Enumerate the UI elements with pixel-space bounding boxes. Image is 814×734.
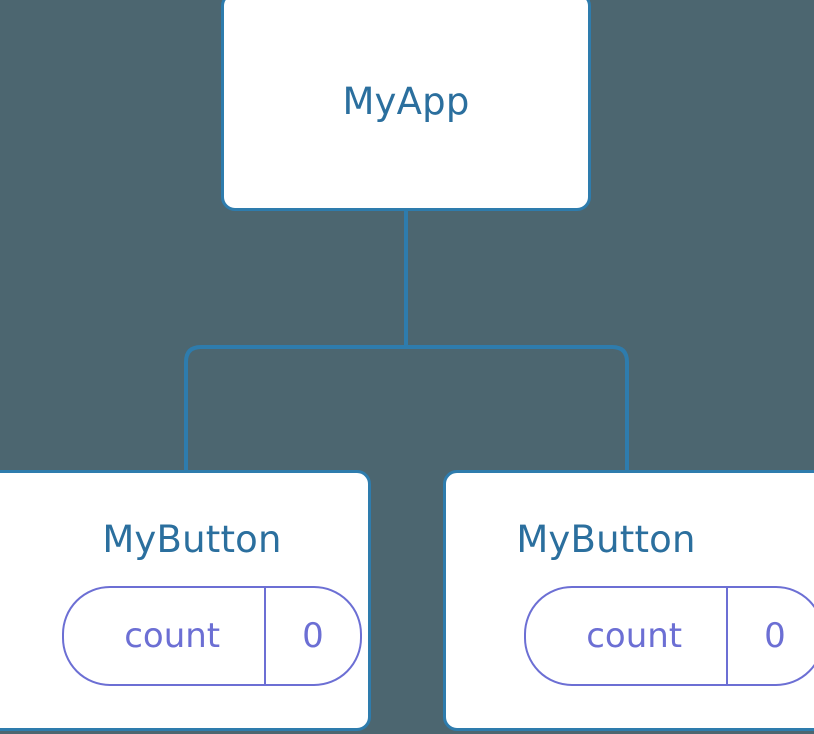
node-mybutton-0[interactable]: MyButton count 0 [0,470,371,731]
state-pill-1-key: count [586,616,683,656]
node-myapp-title: MyApp [342,80,470,123]
node-myapp[interactable]: MyApp [221,0,591,211]
state-pill-1[interactable]: count 0 [524,586,814,686]
state-pill-0-value: 0 [264,588,360,684]
node-mybutton-1-title: MyButton [516,518,696,561]
edge-bus-to-child-0 [184,345,406,472]
state-pill-1-value: 0 [726,588,814,684]
edge-bus-to-child-1 [406,345,629,472]
node-mybutton-0-title: MyButton [102,518,282,561]
state-pill-0-key: count [124,616,221,656]
node-mybutton-1[interactable]: MyButton count 0 [443,470,814,731]
state-pill-0[interactable]: count 0 [62,586,362,686]
